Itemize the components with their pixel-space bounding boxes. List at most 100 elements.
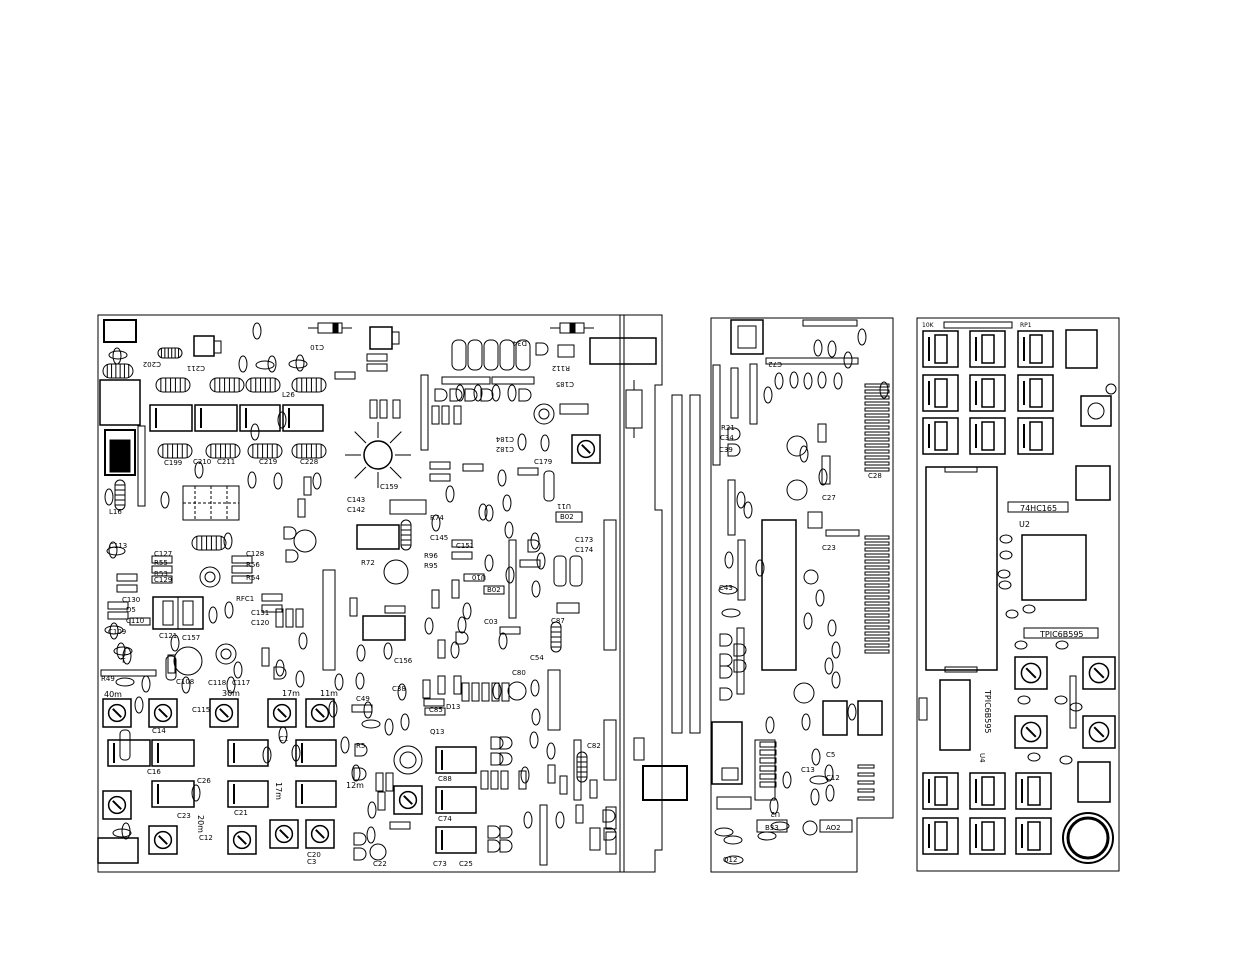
relay-body: [922, 817, 959, 855]
trimmer-dial: [576, 439, 596, 459]
header-pin: [759, 765, 777, 772]
component-label: C108: [176, 678, 194, 686]
relay-body: [1017, 417, 1054, 455]
capacitor-small: [424, 617, 434, 635]
transistor: [490, 752, 504, 766]
transistor: [273, 666, 287, 680]
resistor-vertical: [437, 639, 446, 659]
transistor: [449, 388, 463, 402]
edge-connector-strip: [589, 380, 701, 855]
resistor-vertical: [285, 608, 294, 628]
resistor-horizontal: [129, 617, 151, 626]
relay-coil: [1029, 421, 1043, 451]
component-label: R96: [424, 552, 438, 560]
coil: [245, 377, 281, 393]
relay-coil: [934, 334, 948, 364]
resistor-vertical: [377, 791, 386, 811]
trimmer-body: [102, 790, 132, 820]
relay-body: [1015, 817, 1052, 855]
trimmer-dial: [274, 824, 294, 844]
transistor-middle: [727, 427, 741, 441]
trimmer-slot: [158, 708, 168, 718]
resistor-vertical: [303, 476, 312, 496]
capacitor-right: [1027, 752, 1041, 762]
trimmer-slot: [315, 829, 325, 839]
capacitor-small: [445, 485, 455, 503]
coil: [247, 443, 283, 459]
capacitor-small-middle: [843, 351, 853, 369]
crystal-ray: [354, 431, 367, 444]
capacitor-small: [340, 736, 350, 754]
trimmer-right-slot: [1093, 667, 1105, 679]
label-17m-b: 17m: [274, 782, 283, 800]
capacitor-small: [250, 423, 260, 441]
capacitor-small: [328, 700, 338, 718]
header-pin: [857, 764, 875, 769]
component-label-middle: C12: [826, 774, 840, 782]
capacitor-small: [478, 503, 488, 521]
component-label: C157: [182, 634, 200, 642]
capacitor-blocks: [107, 404, 477, 854]
component-label: C26: [197, 777, 211, 785]
header-pin: [759, 781, 777, 788]
capacitor-small: [355, 672, 365, 690]
capacitor-small: [247, 471, 257, 489]
capacitor-small: [109, 622, 119, 640]
resistor-vertical: [547, 764, 556, 784]
capacitor-small: [473, 384, 483, 402]
transistor-middle: [719, 665, 733, 679]
trimmer-dial: [107, 795, 127, 815]
capacitor-small: [191, 784, 201, 802]
relay-body: [969, 374, 1006, 412]
capacitor-small-middle: [825, 784, 835, 802]
resistor-horizontal: [462, 463, 484, 472]
header-pin: [864, 559, 890, 564]
transistor-middle: [719, 633, 733, 647]
capacitor-right: [1005, 609, 1019, 619]
transistor: [535, 342, 549, 356]
resistor-vertical: [453, 675, 462, 695]
transistor: [499, 736, 513, 750]
trimmer-right-dial: [1088, 721, 1110, 743]
component-label-middle: C5: [826, 751, 835, 759]
resistor-vertical: [461, 682, 470, 702]
header-pin: [864, 607, 890, 612]
resistor-vertical: [501, 682, 510, 702]
capacitor-block: [194, 404, 238, 432]
resistor-vertical: [261, 647, 270, 667]
component-label: C128: [246, 550, 264, 558]
transistors: [273, 342, 617, 861]
trimmer-dial: [153, 703, 173, 723]
component-label: C87: [551, 617, 565, 625]
capacitor-small: [298, 632, 308, 650]
resistor-vertical: [589, 779, 598, 799]
transistor: [353, 767, 367, 781]
capacitor-small-middle: [827, 619, 837, 637]
component-label: R112: [552, 364, 570, 372]
component-label: C129: [154, 576, 172, 584]
component-label: C219: [259, 458, 277, 466]
resistor-horizontal: [231, 565, 253, 574]
component-label: C142: [347, 506, 365, 514]
component-label: C173: [575, 536, 593, 544]
resistor-vertical: [451, 579, 460, 599]
capacitor-right: [997, 569, 1011, 579]
component-label: C113: [109, 542, 127, 550]
resistor-vertical: [518, 770, 527, 790]
header-pin: [864, 461, 890, 466]
trimmer-dial: [398, 790, 418, 810]
capacitor-small: [457, 616, 467, 634]
label-12m: 12m: [346, 781, 364, 790]
capacitor-small: [540, 434, 550, 452]
capacitor-right: [1054, 695, 1068, 705]
capacitor-small-middle: [818, 468, 828, 486]
capacitor-small: [530, 532, 540, 550]
header-pin: [864, 637, 890, 642]
ic-label-tpic6b595-vertical: TPIC6B595: [983, 689, 992, 734]
capacitor-small: [238, 355, 248, 373]
relay-body: [922, 330, 959, 368]
capacitor-small: [531, 580, 541, 598]
capacitor-block: [149, 404, 193, 432]
